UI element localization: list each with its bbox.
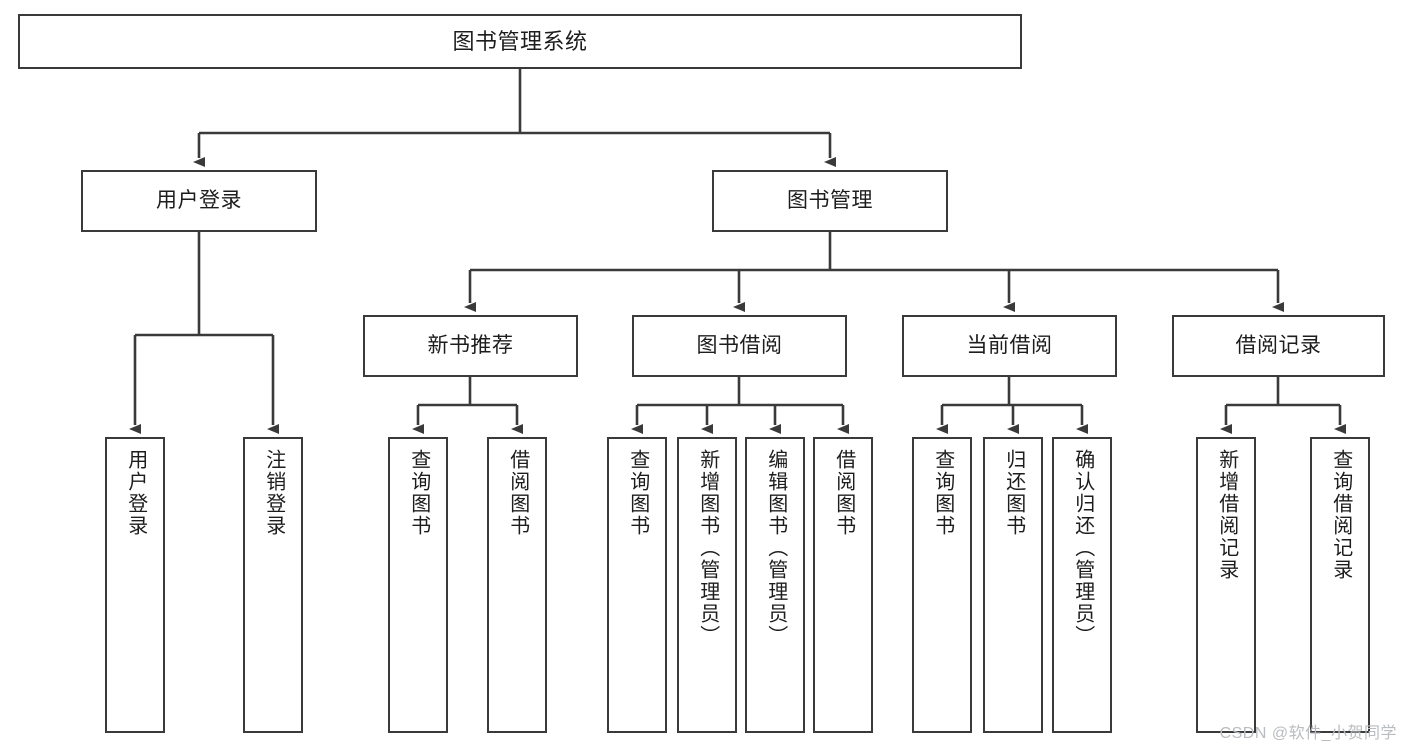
edges-root-to-level2: [193, 69, 836, 167]
node-label: 查询借阅记录: [1329, 449, 1352, 581]
node-book-manage[interactable]: 图书管理: [712, 170, 948, 232]
node-label: 注销登录: [262, 449, 285, 537]
edges-book-borrow-to-leaves: [631, 377, 849, 434]
node-leaf-user-logout[interactable]: 注销登录: [243, 437, 303, 733]
node-label: 新增图书（管理员）: [696, 449, 719, 647]
node-book-borrow[interactable]: 图书借阅: [632, 315, 847, 377]
edges-new-book-recommend-to-leaves: [412, 377, 523, 434]
node-label: 编辑图书（管理员）: [764, 449, 787, 647]
node-leaf-return-book[interactable]: 归还图书: [983, 437, 1043, 733]
node-current-borrow[interactable]: 当前借阅: [902, 315, 1117, 377]
node-label: 新书推荐: [427, 333, 514, 357]
node-label: 查询图书: [931, 449, 954, 537]
edges-book-manage-to-level3: [464, 232, 1284, 312]
node-leaf-edit-book-admin[interactable]: 编辑图书（管理员）: [745, 437, 805, 733]
node-user-login[interactable]: 用户登录: [81, 170, 317, 232]
node-label: 图书管理: [787, 188, 873, 212]
node-label: 新增借阅记录: [1215, 449, 1238, 581]
node-label: 确认归还（管理员）: [1071, 449, 1094, 647]
node-label: 用户登录: [124, 449, 147, 537]
node-leaf-borrow-book[interactable]: 借阅图书: [813, 437, 873, 733]
edges-user-login-to-leaves: [129, 232, 279, 434]
node-leaf-query-book-borrow[interactable]: 查询图书: [607, 437, 667, 733]
edges-current-borrow-to-leaves: [936, 377, 1088, 434]
node-label: 图书借阅: [696, 333, 783, 357]
edges-borrow-record-to-leaves: [1220, 377, 1346, 434]
watermark: CSDN @软件_小贺同学: [1219, 725, 1397, 742]
node-label: 图书管理系统: [452, 28, 588, 54]
node-label: 查询图书: [407, 449, 430, 537]
node-leaf-query-book-recommend[interactable]: 查询图书: [388, 437, 448, 733]
node-label: 查询图书: [626, 449, 649, 537]
node-borrow-record[interactable]: 借阅记录: [1172, 315, 1385, 377]
node-label: 用户登录: [156, 188, 242, 212]
node-leaf-query-borrow-record[interactable]: 查询借阅记录: [1310, 437, 1370, 733]
node-label: 借阅图书: [832, 449, 855, 537]
node-leaf-confirm-return-admin[interactable]: 确认归还（管理员）: [1052, 437, 1112, 733]
node-leaf-query-book-current[interactable]: 查询图书: [912, 437, 972, 733]
node-leaf-borrow-book-recommend[interactable]: 借阅图书: [487, 437, 547, 733]
node-root-system[interactable]: 图书管理系统: [18, 14, 1022, 69]
node-label: 当前借阅: [966, 333, 1053, 357]
node-leaf-add-borrow-record[interactable]: 新增借阅记录: [1196, 437, 1256, 733]
node-new-book-recommend[interactable]: 新书推荐: [363, 315, 578, 377]
node-label: 借阅图书: [506, 449, 529, 537]
node-label: 借阅记录: [1235, 333, 1322, 357]
node-label: 归还图书: [1002, 449, 1025, 537]
node-leaf-add-book-admin[interactable]: 新增图书（管理员）: [677, 437, 737, 733]
node-leaf-user-login[interactable]: 用户登录: [105, 437, 165, 733]
